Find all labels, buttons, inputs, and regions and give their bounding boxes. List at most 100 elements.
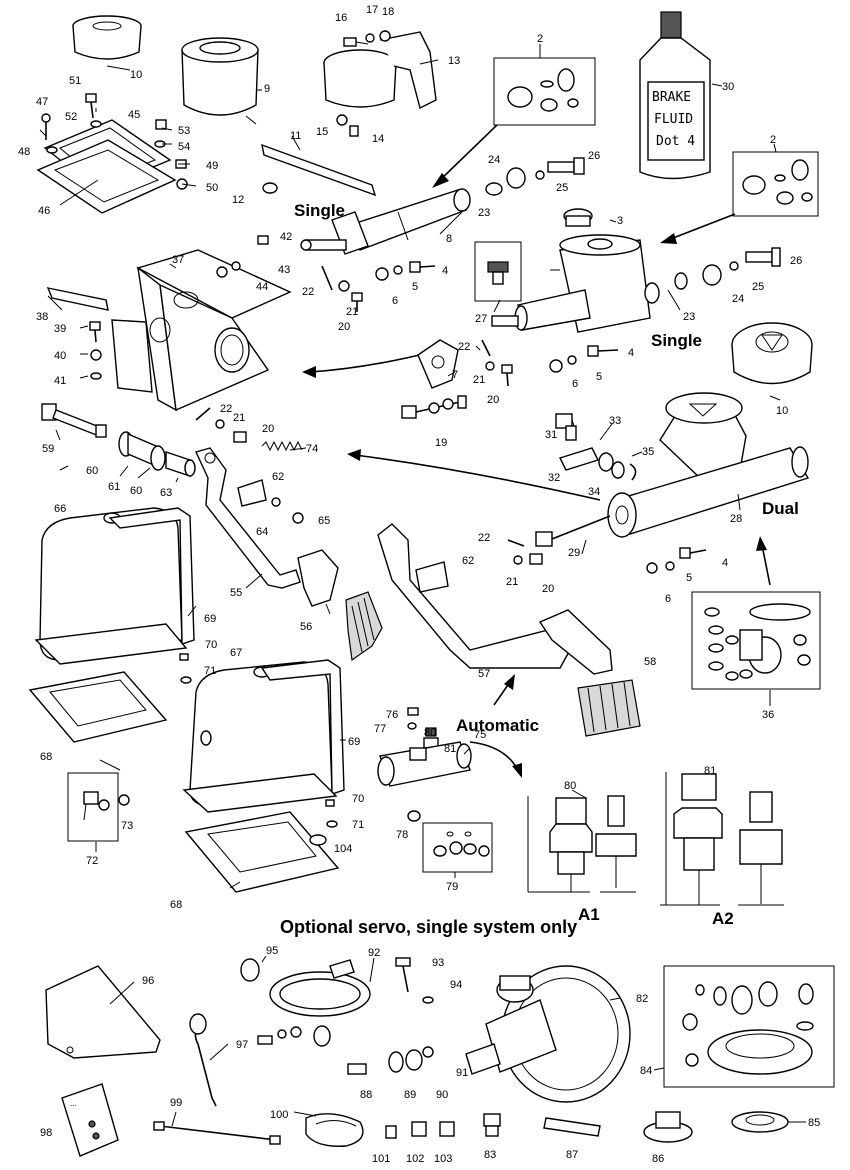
part-label: 34 bbox=[588, 486, 600, 498]
gasket-69-a bbox=[108, 507, 195, 645]
bolt-93 bbox=[395, 957, 411, 993]
bolt-51 bbox=[85, 93, 97, 119]
pedal-rubber-56 bbox=[345, 591, 383, 662]
washer-5-c bbox=[665, 561, 675, 571]
part-label: 21 bbox=[346, 306, 358, 318]
part-label: 85 bbox=[808, 1117, 820, 1129]
pipe-97 bbox=[189, 1013, 217, 1107]
part-label: 47 bbox=[36, 96, 48, 108]
screw-70-a bbox=[179, 653, 189, 661]
reservoir-cap-10-top bbox=[72, 15, 142, 60]
washer-52 bbox=[90, 120, 102, 128]
seal-34 bbox=[611, 461, 625, 479]
part-label: 71 bbox=[204, 665, 216, 677]
part-label: 86 bbox=[652, 1153, 664, 1165]
part-label: 81 bbox=[704, 765, 716, 777]
part-label: 84 bbox=[640, 1065, 652, 1077]
pushrod-29 bbox=[535, 515, 611, 547]
part-label: 65 bbox=[318, 515, 330, 527]
spring-74 bbox=[261, 440, 303, 452]
nut-6-b bbox=[549, 359, 563, 373]
part-label: 101 bbox=[372, 1153, 390, 1165]
part-label: 97 bbox=[236, 1039, 248, 1051]
bush-62-a bbox=[237, 479, 267, 507]
part-label: 29 bbox=[568, 547, 580, 559]
bolt-4-c bbox=[679, 547, 707, 559]
part-label: 21 bbox=[473, 374, 485, 386]
part-label: 25 bbox=[752, 281, 764, 293]
part-label: 52 bbox=[65, 111, 77, 123]
washer-91 bbox=[422, 1046, 434, 1058]
part-label: 95 bbox=[266, 945, 278, 957]
washer-43 bbox=[231, 261, 241, 271]
bolt-small-a bbox=[257, 1035, 273, 1045]
part-label: 10 bbox=[130, 69, 142, 81]
bolt-47 bbox=[41, 113, 51, 140]
part-label: 44 bbox=[256, 281, 268, 293]
part-label: 100 bbox=[270, 1109, 288, 1121]
switch-81-diagram bbox=[660, 772, 784, 906]
part-label: 67 bbox=[230, 647, 242, 659]
part-label: 12 bbox=[232, 194, 244, 206]
pin-22-c bbox=[507, 539, 525, 547]
part-label: 68 bbox=[170, 899, 182, 911]
part-label: 43 bbox=[278, 264, 290, 276]
bolt-53 bbox=[155, 119, 167, 130]
washer-small-a bbox=[277, 1029, 287, 1039]
cover-flange-66 bbox=[34, 623, 188, 665]
bracket-38 bbox=[46, 287, 109, 311]
part-label: 6 bbox=[572, 378, 578, 390]
part-label: 62 bbox=[462, 555, 474, 567]
seal-kit-box-right bbox=[732, 151, 819, 217]
part-label: 99 bbox=[170, 1097, 182, 1109]
part-label: 66 bbox=[54, 503, 66, 515]
repair-kit-98: ⋯ bbox=[61, 1083, 119, 1157]
part-label: 19 bbox=[435, 437, 447, 449]
banjo-bolt-26-a bbox=[547, 157, 585, 175]
part-label: 4 bbox=[722, 557, 728, 569]
part-label: 16 bbox=[335, 12, 347, 24]
pedal-rubber-58 bbox=[577, 679, 641, 737]
bolt-39 bbox=[89, 321, 101, 343]
part-label: 80 bbox=[424, 727, 436, 739]
washer-41 bbox=[90, 372, 102, 380]
arrow-to-single-top bbox=[432, 124, 498, 188]
switch-80-small bbox=[425, 727, 437, 737]
washer-25-a bbox=[535, 170, 545, 180]
part-label: 45 bbox=[128, 109, 140, 121]
part-label: 104 bbox=[334, 843, 352, 855]
brake-fluid-bottle-30: BRAKE FLUID Dot 4 bbox=[639, 11, 711, 180]
washer-23-a bbox=[485, 182, 503, 196]
washer-23-b bbox=[674, 272, 688, 290]
part-label: 98 bbox=[40, 1127, 52, 1139]
part-label: 20 bbox=[262, 423, 274, 435]
part-label: 22 bbox=[478, 532, 490, 544]
washer-5-a bbox=[393, 265, 403, 275]
clevis-pin-20-b bbox=[501, 364, 513, 387]
arrow-to-automatic-pedal bbox=[493, 674, 515, 706]
part-label: 23 bbox=[683, 311, 695, 323]
washer-21-c bbox=[513, 555, 523, 565]
part-label: 68 bbox=[40, 751, 52, 763]
heading-single-top: Single bbox=[294, 201, 345, 220]
kit-label-icon: ⋯ bbox=[70, 1103, 77, 1110]
washer-60-b bbox=[150, 445, 166, 471]
arrow-to-switches bbox=[469, 741, 522, 778]
washer-15 bbox=[336, 114, 348, 126]
part-label: 3 bbox=[617, 215, 623, 227]
part-label: 31 bbox=[545, 429, 557, 441]
screw-70-b bbox=[325, 799, 335, 807]
screw-76 bbox=[407, 707, 419, 716]
part-label: 21 bbox=[233, 412, 245, 424]
master-cylinder-8 bbox=[300, 188, 471, 255]
part-label: 42 bbox=[280, 231, 292, 243]
pressure-switch-27 bbox=[474, 241, 522, 302]
part-label: 4 bbox=[628, 347, 634, 359]
gasket-46 bbox=[36, 139, 177, 214]
washer-48 bbox=[46, 146, 58, 154]
part-label: 69 bbox=[204, 613, 216, 625]
part-label: 70 bbox=[205, 639, 217, 651]
part-label: 27 bbox=[475, 313, 487, 325]
part-label: 62 bbox=[272, 471, 284, 483]
servo-82 bbox=[465, 965, 631, 1103]
